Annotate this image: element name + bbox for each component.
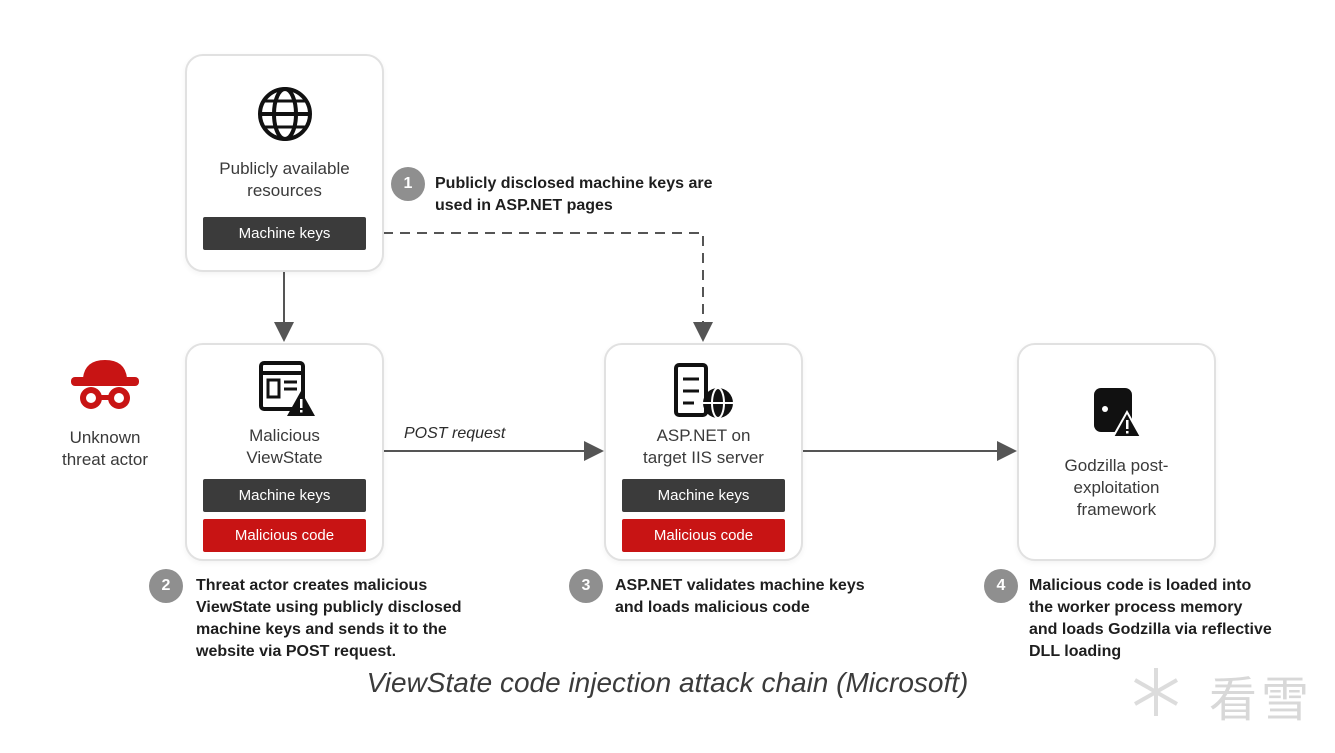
godzilla-title-line1: Godzilla post- bbox=[1064, 456, 1169, 475]
godzilla-title-line2: exploitation bbox=[1073, 478, 1160, 497]
step-text-3: ASP.NET validates machine keys and loads… bbox=[615, 577, 865, 616]
machine-keys-label: Machine keys bbox=[622, 479, 785, 512]
snowflake-watermark-icon bbox=[1134, 668, 1178, 716]
wallet-warning-icon bbox=[1094, 388, 1143, 438]
godzilla-card: Godzilla post- exploitation framework bbox=[1017, 343, 1216, 561]
globe-icon bbox=[258, 87, 312, 141]
post-request-label: POST request bbox=[404, 425, 506, 442]
step-badge-4: 4 bbox=[984, 569, 1018, 603]
hacker-icon bbox=[71, 360, 139, 409]
godzilla-title-line3: framework bbox=[1076, 500, 1157, 519]
resources-card: Publicly available resources Machine key… bbox=[185, 54, 384, 272]
resources-title-line1: Publicly available bbox=[219, 159, 350, 178]
step-text-1: Publicly disclosed machine keys are used… bbox=[435, 175, 713, 214]
machine-keys-label: Machine keys bbox=[203, 479, 366, 512]
step-text-4: Malicious code is loaded into the worker… bbox=[1029, 577, 1272, 660]
viewstate-title-line1: Malicious bbox=[249, 426, 320, 445]
server-title-line1: ASP.NET on bbox=[656, 426, 751, 445]
step-badge-3: 3 bbox=[569, 569, 603, 603]
malicious-code-label: Malicious code bbox=[622, 519, 785, 552]
server-globe-icon bbox=[674, 363, 733, 419]
server-title-line2: target IIS server bbox=[643, 448, 764, 467]
step-badge-2: 2 bbox=[149, 569, 183, 603]
malicious-code-label: Malicious code bbox=[203, 519, 366, 552]
step-badge-1: 1 bbox=[391, 167, 425, 201]
watermark-text: 看雪 bbox=[1208, 674, 1313, 727]
dashed-arrow-keys-to-server bbox=[366, 232, 713, 342]
threat-actor-label: Unknown threat actor bbox=[62, 428, 148, 469]
webpage-warning-icon bbox=[259, 361, 315, 416]
machine-keys-label: Machine keys bbox=[203, 217, 366, 250]
viewstate-card: Malicious ViewState Machine keys Malicio… bbox=[185, 343, 384, 561]
step-text-2: Threat actor creates malicious ViewState… bbox=[196, 577, 462, 660]
viewstate-title-line2: ViewState bbox=[246, 448, 323, 467]
server-card: ASP.NET on target IIS server Machine key… bbox=[604, 343, 803, 561]
diagram-caption: ViewState code injection attack chain (M… bbox=[366, 667, 969, 698]
resources-title-line2: resources bbox=[247, 181, 322, 200]
